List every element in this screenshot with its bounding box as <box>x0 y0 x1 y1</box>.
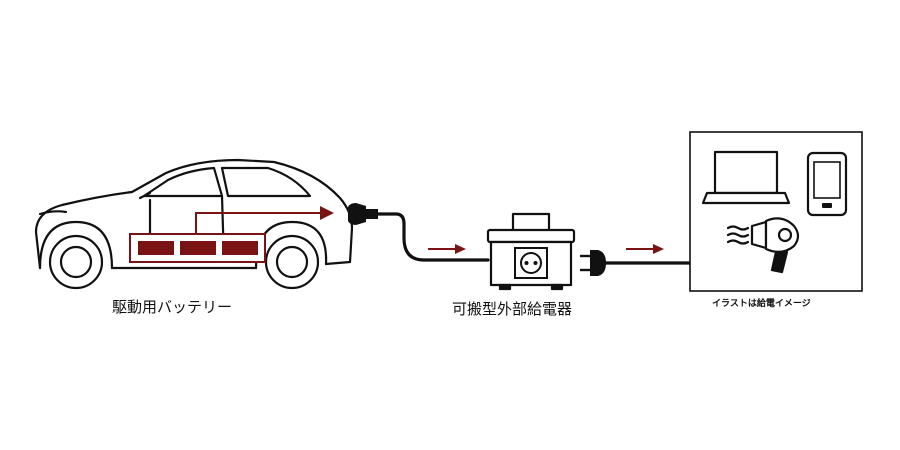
flow-arrow-to-devices <box>626 244 664 254</box>
battery-label: 駆動用バッテリー <box>112 298 233 316</box>
laptop-icon <box>701 150 791 205</box>
front-wheel-arch <box>38 220 114 270</box>
charge-connector <box>348 203 378 225</box>
front-window <box>142 166 224 198</box>
battery-cell <box>222 241 258 255</box>
illustration-note: イラストは給電イメージ <box>712 299 811 309</box>
generator-label: 可搬型外部給電器 <box>452 300 573 318</box>
generator-foot <box>550 283 564 291</box>
car-body <box>34 158 354 270</box>
flow-arrow-head <box>320 206 334 220</box>
battery-cell <box>180 241 216 255</box>
flow-arrow-to-generator <box>428 244 466 254</box>
generator-lid <box>486 228 576 244</box>
plug-icon <box>580 250 606 276</box>
rear-wheel <box>264 234 320 290</box>
side-mirror <box>138 191 152 200</box>
front-wheel <box>48 234 104 290</box>
flow-arrow-battery <box>195 212 322 234</box>
battery-icon <box>129 233 266 263</box>
generator-foot <box>498 283 512 291</box>
smartphone-icon <box>806 151 848 217</box>
rear-window <box>220 166 312 198</box>
battery-cell <box>138 241 174 255</box>
power-cable <box>376 212 490 262</box>
headlight <box>38 210 68 216</box>
outlet-icon <box>514 247 548 279</box>
hair-dryer-icon <box>726 217 800 274</box>
